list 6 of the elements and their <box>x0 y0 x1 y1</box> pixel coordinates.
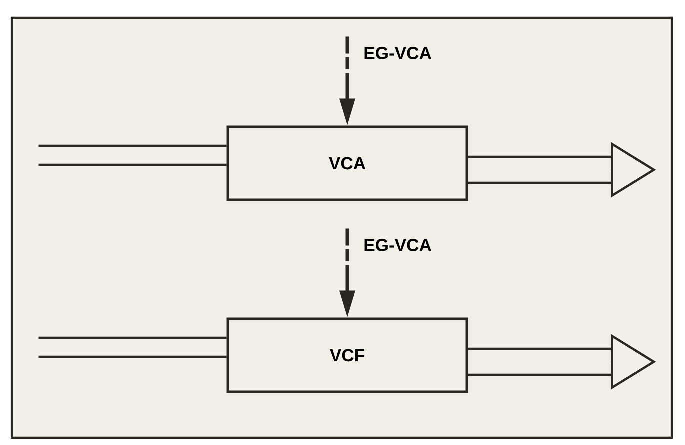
input-line <box>38 144 228 166</box>
edge-label: EG-VCA <box>362 45 434 62</box>
process-box: VCF <box>226 318 468 394</box>
edge-label: EG-VCA <box>362 237 434 254</box>
input-line <box>38 336 228 358</box>
process-box: VCA <box>226 126 468 202</box>
